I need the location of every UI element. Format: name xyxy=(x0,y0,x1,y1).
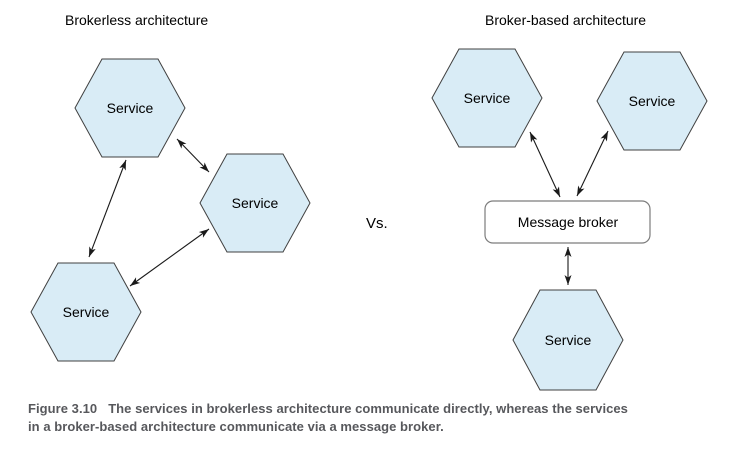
service-hexagon xyxy=(74,58,186,158)
versus-label: Vs. xyxy=(366,215,388,232)
bidirectional-arrow xyxy=(529,131,561,198)
service-label: Service xyxy=(63,304,110,320)
bidirectional-arrow xyxy=(176,138,210,173)
brokerless-panel: Service Service Service xyxy=(30,58,311,362)
service-hexagon xyxy=(30,262,142,362)
caption-line-2: in a broker-based architecture communica… xyxy=(28,419,444,435)
service-hexagon xyxy=(512,289,624,391)
figure-number: Figure 3.10 xyxy=(28,401,98,416)
service-hexagon xyxy=(431,48,543,148)
service-label: Service xyxy=(464,90,511,106)
message-broker-label: Message broker xyxy=(518,214,619,230)
left-panel-title: Brokerless architecture xyxy=(65,12,208,28)
figure-caption: Figure 3.10 The services in brokerless ar… xyxy=(28,400,723,437)
message-broker-box xyxy=(484,200,651,244)
service-label: Service xyxy=(629,93,676,109)
service-hexagon xyxy=(199,153,311,253)
bidirectional-arrow xyxy=(129,228,210,287)
caption-line-1: The services in brokerless architecture … xyxy=(108,401,628,416)
bidirectional-arrow xyxy=(576,130,609,197)
service-label: Service xyxy=(232,195,279,211)
service-label: Service xyxy=(107,100,154,116)
service-label: Service xyxy=(545,332,592,348)
bidirectional-arrow xyxy=(88,159,127,258)
service-hexagon xyxy=(596,51,708,151)
right-panel-title: Broker-based architecture xyxy=(485,12,646,28)
broker-based-panel: Service Service Message broker Service xyxy=(431,48,708,391)
architecture-diagram: Brokerless architecture Broker-based arc… xyxy=(30,12,708,391)
